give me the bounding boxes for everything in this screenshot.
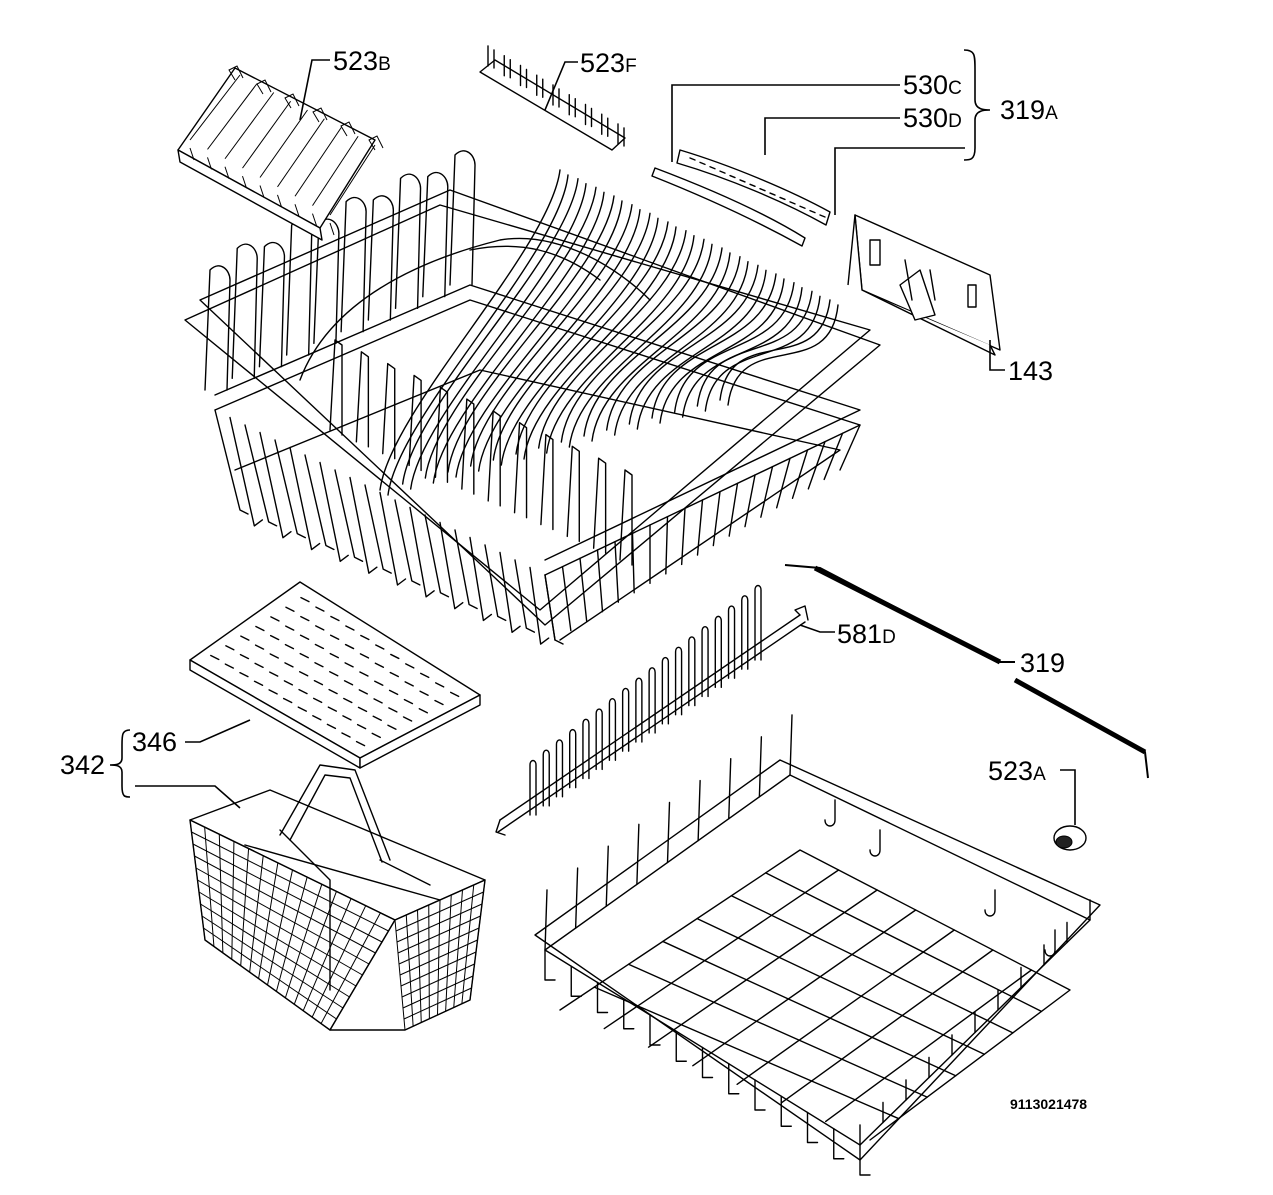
label-319: 319 (1020, 648, 1065, 678)
label-523b: 523B (333, 46, 391, 76)
label-346: 346 (132, 727, 177, 757)
cutlery-tray-346 (189, 581, 481, 769)
label-530c: 530C (903, 70, 962, 100)
wheel-523a (1053, 825, 1087, 851)
upper-basket-front-wires (214, 409, 861, 645)
label-530d: 530D (903, 103, 962, 133)
leader-lines (109, 49, 1149, 825)
bracket-143 (847, 214, 1001, 356)
cup-rack-523b (177, 65, 384, 241)
tine-rack-581d (495, 584, 809, 836)
label-319a: 319A (1000, 95, 1058, 125)
label-523f: 523F (580, 48, 637, 78)
label-581d: 581D (837, 619, 896, 649)
cutlery-basket-342 (189, 764, 486, 1031)
tine-row-523f (479, 45, 626, 151)
lower-basket (534, 714, 1101, 1176)
label-523a: 523A (988, 756, 1046, 786)
rail-530c (651, 167, 806, 247)
upper-basket-plate-tines (329, 169, 839, 566)
rail-530d (676, 149, 831, 226)
lower-basket-grid (544, 714, 1091, 1176)
label-342: 342 (60, 750, 105, 780)
lower-basket-hooks (824, 799, 1056, 957)
drawing-code: 9113021478 (1010, 1096, 1087, 1112)
upper-basket (184, 150, 881, 645)
label-143: 143 (1008, 356, 1053, 386)
